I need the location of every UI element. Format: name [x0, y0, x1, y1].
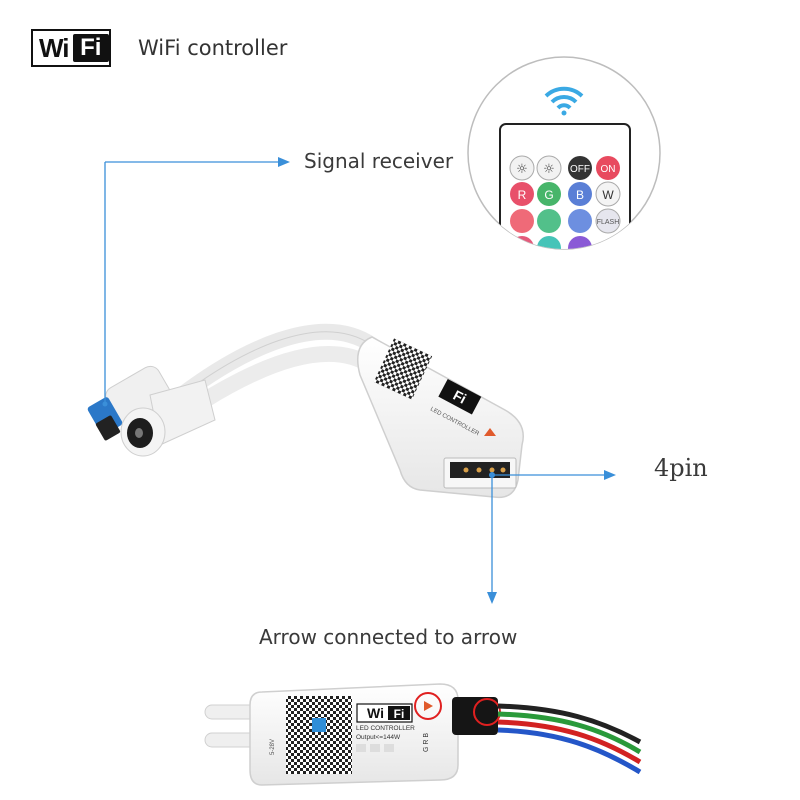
- remote-inset: ☼ ☼ OFF ON R G B W: [467, 56, 661, 250]
- remote-off-label: OFF: [570, 164, 590, 175]
- bottom-voltage-text: 5-28V: [270, 739, 276, 755]
- brightness-down-icon: [536, 155, 562, 181]
- remote-off-button[interactable]: [568, 156, 592, 180]
- four-pin-label: 4pin: [654, 454, 708, 482]
- bottom-controller: Wi Fi LED CONTROLLER Output<=144W G R B …: [204, 683, 642, 786]
- remote-color-button[interactable]: [510, 209, 534, 233]
- bottom-output-text: Output<=144W: [356, 734, 401, 741]
- orientation-arrow-icon: [484, 428, 496, 436]
- wifi-logo-wi: Wi: [39, 32, 70, 63]
- callout-lines: [102, 157, 616, 604]
- remote-green-button[interactable]: [537, 182, 561, 206]
- main-controller: Fi LED CONTROLLER: [87, 323, 524, 499]
- remote-red-label: R: [518, 188, 527, 202]
- remote-green-label: G: [544, 188, 553, 202]
- svg-text:☼: ☼: [516, 162, 528, 177]
- remote-white-button[interactable]: [595, 181, 621, 207]
- wifi-logo-fi: Fi: [72, 34, 109, 62]
- bottom-qr-code: [286, 696, 352, 774]
- remote-white-label: W: [602, 188, 614, 202]
- svg-text:☼: ☼: [543, 162, 555, 177]
- wifi-signal-icon: [544, 86, 584, 116]
- bottom-arrow-icon: [424, 701, 433, 711]
- remote-color-button[interactable]: [537, 209, 561, 233]
- bottom-pin-letters: G R B: [423, 733, 430, 752]
- four-pin-socket: [443, 457, 517, 489]
- qr-code: [373, 338, 433, 400]
- svg-text:Wi: Wi: [367, 705, 384, 721]
- page-title: WiFi controller: [138, 36, 288, 60]
- remote-body: [499, 123, 631, 249]
- signal-receiver-label: Signal receiver: [304, 149, 454, 173]
- brightness-up-icon: [509, 155, 535, 181]
- wifi-logo-badge: Wi Fi: [31, 29, 111, 67]
- dc-power-jack: [120, 379, 216, 457]
- bottom-model-text: LED CONTROLLER: [356, 725, 415, 732]
- controller-wifi-logo: Fi: [438, 378, 482, 415]
- remote-flash-label: FLASH: [597, 219, 620, 226]
- remote-color-button[interactable]: [568, 209, 592, 233]
- remote-blue-label: B: [576, 188, 584, 202]
- remote-on-label: ON: [601, 164, 616, 175]
- svg-text:Fi: Fi: [394, 707, 405, 721]
- remote-on-button[interactable]: [596, 156, 620, 180]
- bottom-wifi-logo: Wi Fi: [356, 703, 413, 723]
- remote-red-button[interactable]: [510, 182, 534, 206]
- remote-flash-button[interactable]: [595, 208, 621, 234]
- arrow-instruction-label: Arrow connected to arrow: [259, 625, 518, 649]
- remote-blue-button[interactable]: [568, 182, 592, 206]
